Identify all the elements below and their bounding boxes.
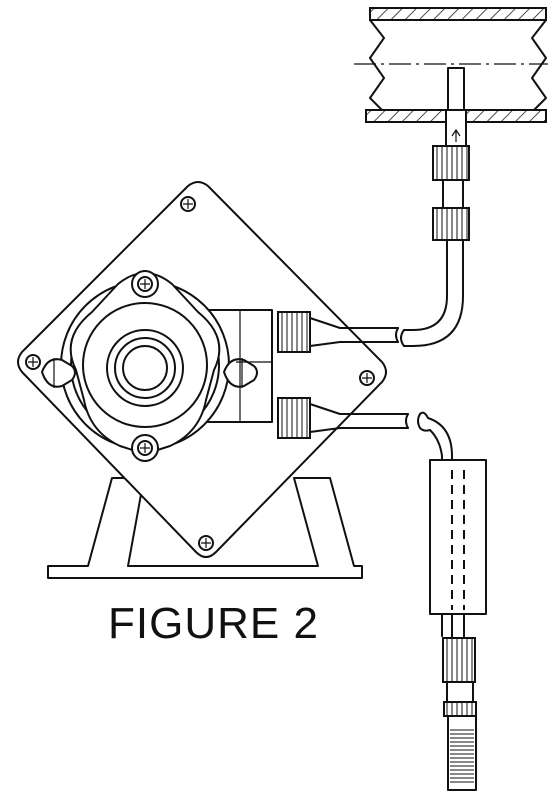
figure-caption: FIGURE 2 <box>108 599 319 648</box>
screw-icon <box>198 535 214 551</box>
pump-head <box>41 270 273 462</box>
pipe-break-right <box>531 19 547 111</box>
flow-arrow-icon <box>451 128 461 142</box>
check-valve-body <box>442 179 464 209</box>
pipe-break-left <box>369 19 385 111</box>
pump-stand <box>47 477 363 579</box>
discharge-port-fitting <box>277 311 399 353</box>
suction-tube <box>417 411 453 637</box>
pipe-wall-top <box>369 7 547 21</box>
screw-icon <box>359 370 375 386</box>
foot-valve-weight <box>429 459 487 639</box>
injector-stem <box>447 67 465 113</box>
screw-icon <box>25 354 41 370</box>
foot-valve-assembly <box>442 637 477 791</box>
screw-icon <box>180 196 196 212</box>
rotor-hub <box>106 329 184 407</box>
screw-icon <box>137 276 153 292</box>
screw-icon <box>137 440 153 456</box>
discharge-tube <box>400 239 464 347</box>
knob-icon <box>41 358 76 388</box>
injection-fitting <box>432 67 470 241</box>
strainer-screen <box>447 715 477 791</box>
suction-port-fitting <box>277 397 409 439</box>
